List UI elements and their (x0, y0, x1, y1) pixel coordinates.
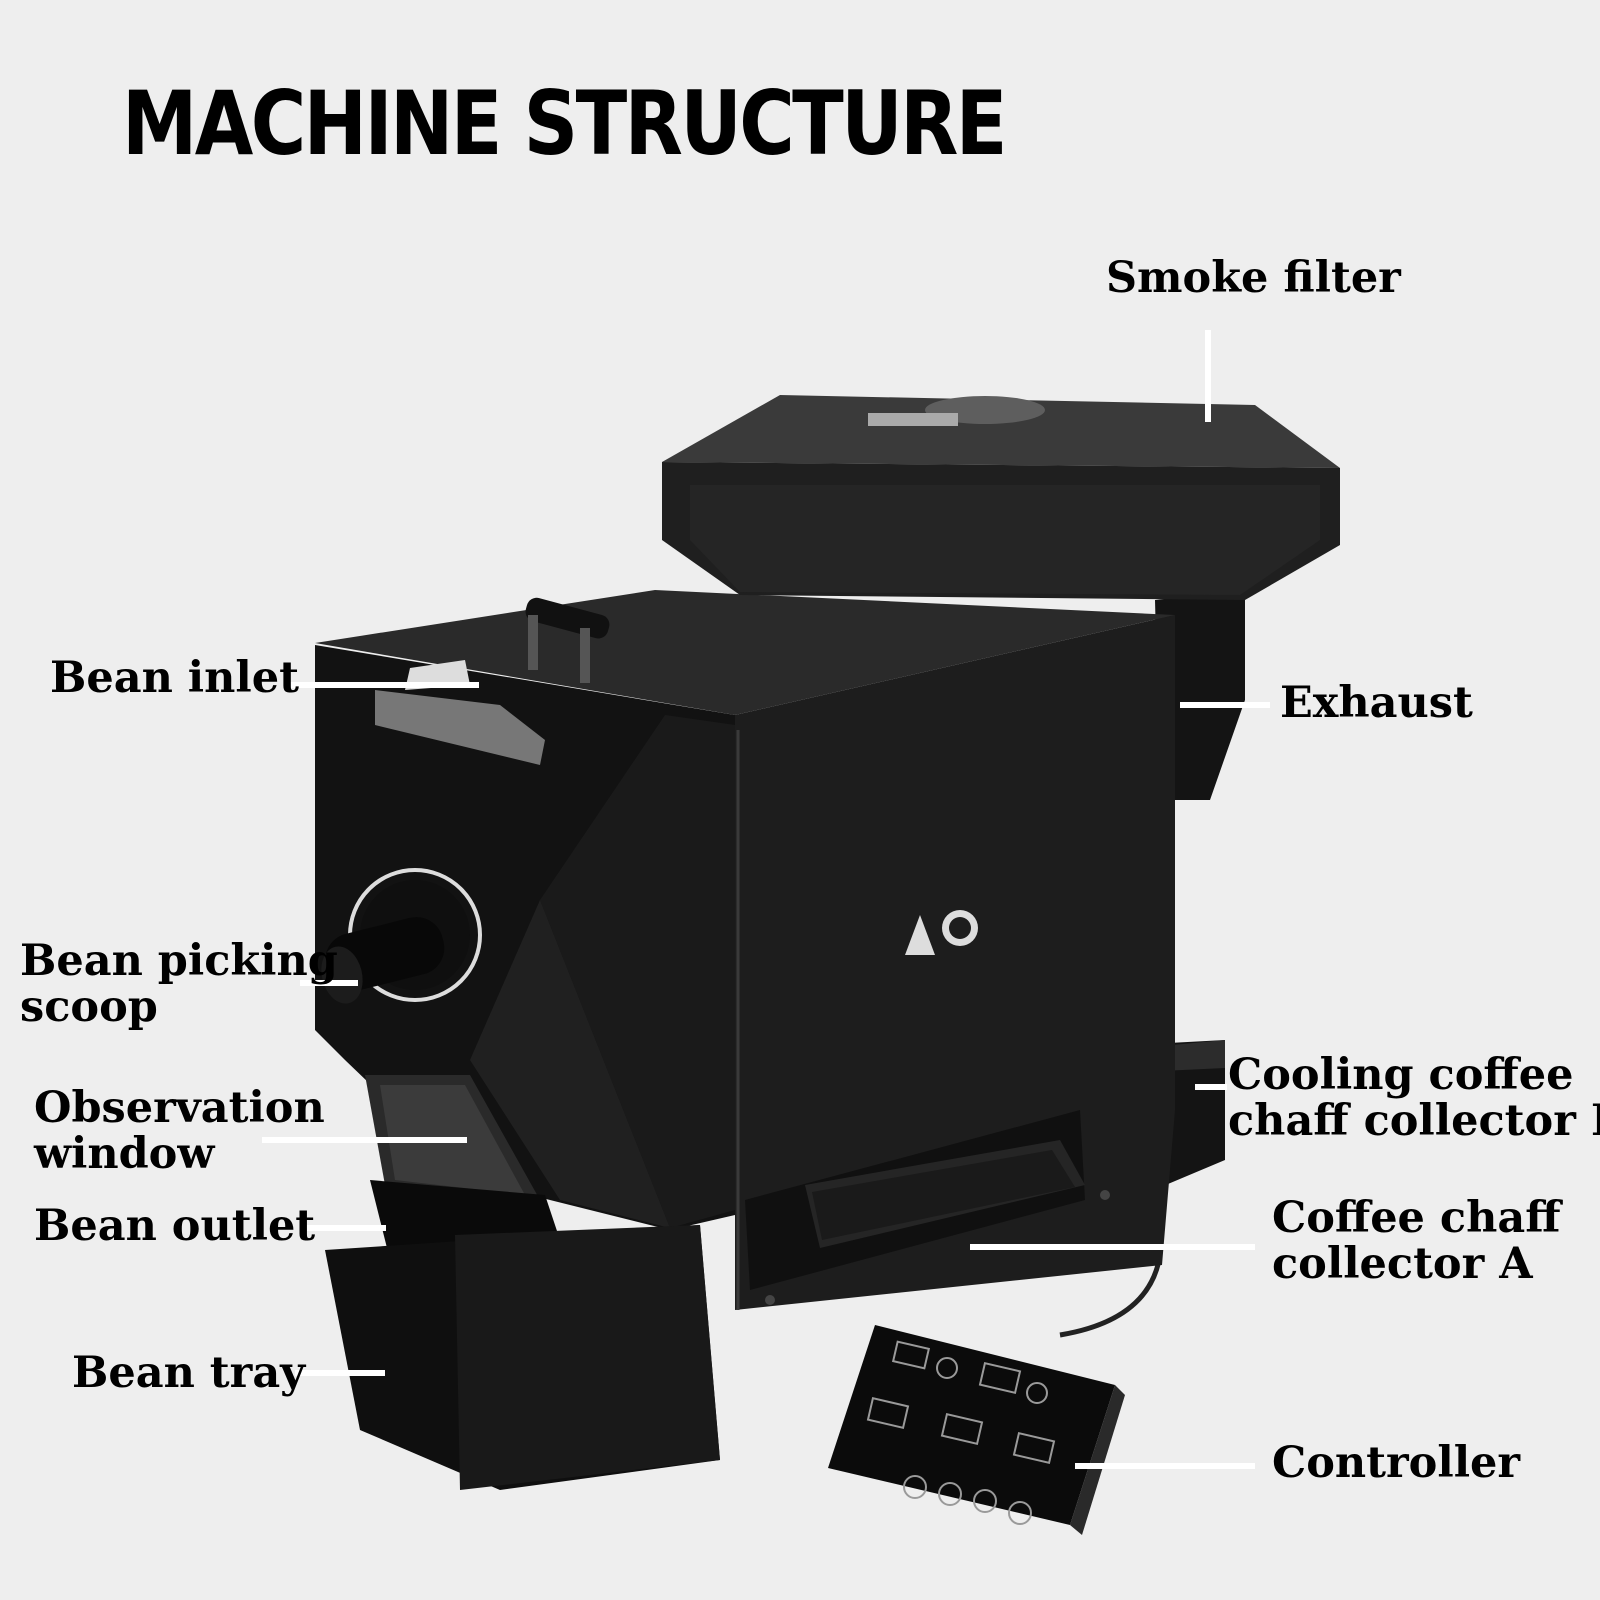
label-bean-inlet: Bean inlet (50, 653, 299, 703)
label-bean-tray: Bean tray (72, 1348, 306, 1398)
label-line: collector A (1272, 1239, 1533, 1289)
bean-picking-scoop (321, 868, 482, 1004)
label-line: Cooling coffee (1228, 1050, 1574, 1100)
leader-observation-window (262, 1137, 467, 1143)
page-title: MACHINE STRUCTURE (122, 72, 1007, 175)
smoke-filter-box (662, 395, 1340, 600)
controller-cable (1059, 1254, 1163, 1338)
leader-bean-inlet (287, 682, 479, 688)
leader-smoke-filter (1205, 330, 1211, 422)
label-line: Observation (34, 1083, 325, 1133)
controller-unit (828, 1325, 1125, 1535)
label-cooling-chaff-collector-b: Cooling coffee chaff collector B (1228, 1052, 1600, 1144)
label-observation-window: Observation window (34, 1085, 325, 1177)
bean-tray (325, 1225, 720, 1490)
leader-bean-tray (295, 1370, 385, 1376)
chaff-drawer-a (745, 1110, 1110, 1305)
exhaust-column (1155, 590, 1245, 800)
label-chaff-collector-a: Coffee chaff collector A (1272, 1195, 1561, 1287)
label-bean-picking-scoop: Bean picking scoop (20, 938, 338, 1030)
label-bean-outlet: Bean outlet (34, 1201, 316, 1251)
label-line: window (34, 1129, 215, 1179)
top-handle (525, 597, 610, 683)
leader-cooling-chaff-collector-b (1195, 1084, 1227, 1090)
label-smoke-filter: Smoke filter (1106, 253, 1401, 303)
label-controller: Controller (1272, 1438, 1521, 1488)
label-exhaust: Exhaust (1280, 678, 1473, 728)
leader-controller (1075, 1463, 1255, 1469)
label-line: chaff collector B (1228, 1096, 1600, 1146)
leader-exhaust (1180, 702, 1270, 708)
label-line: scoop (20, 982, 158, 1032)
label-line: Coffee chaff (1272, 1193, 1561, 1243)
label-line: Bean picking (20, 936, 338, 986)
leader-bean-outlet (300, 1225, 386, 1231)
leader-bean-picking-scoop (300, 980, 358, 986)
leader-chaff-collector-a (970, 1244, 1255, 1250)
warning-stickers (905, 910, 978, 955)
